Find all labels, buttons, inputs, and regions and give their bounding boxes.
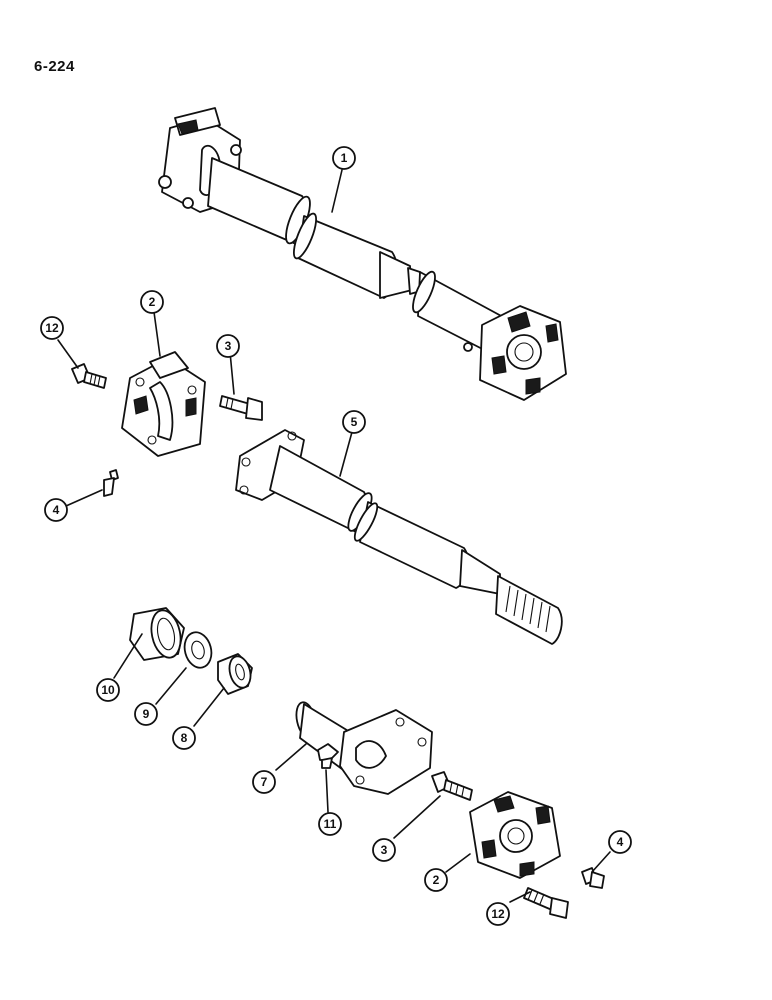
bolt-upper-right — [219, 395, 263, 421]
flexible-coupling-upper — [121, 351, 206, 457]
callout-12-upper: 12 — [40, 316, 64, 340]
svg-text:2: 2 — [149, 295, 156, 309]
grease-fitting-upper — [103, 469, 119, 497]
svg-text:12: 12 — [491, 907, 505, 921]
grease-fitting-lower — [317, 743, 339, 769]
slip-yoke — [295, 701, 433, 795]
bearing-cup — [129, 607, 185, 661]
callout-3-upper: 3 — [216, 334, 240, 358]
callout-5: 5 — [342, 410, 366, 434]
bolt-lower-middle — [431, 771, 473, 801]
svg-text:10: 10 — [101, 683, 115, 697]
shaft-half-splined — [235, 429, 563, 645]
callout-8: 8 — [172, 726, 196, 750]
svg-text:3: 3 — [381, 843, 388, 857]
svg-text:9: 9 — [143, 707, 150, 721]
svg-text:8: 8 — [181, 731, 188, 745]
seal-ring — [217, 653, 253, 695]
callout-12-lower: 12 — [486, 902, 510, 926]
svg-text:4: 4 — [617, 835, 624, 849]
callout-1: 1 — [332, 146, 356, 170]
callout-4-lower: 4 — [608, 830, 632, 854]
svg-text:11: 11 — [324, 817, 337, 831]
washer — [183, 631, 213, 669]
callout-2-lower: 2 — [424, 868, 448, 892]
callout-11: 11 — [318, 812, 342, 836]
svg-text:4: 4 — [53, 503, 60, 517]
callout-3-lower: 3 — [372, 838, 396, 862]
svg-text:5: 5 — [351, 415, 358, 429]
svg-text:1: 1 — [341, 151, 348, 165]
bolt-upper-left — [71, 363, 107, 389]
flexible-coupling-lower — [469, 791, 561, 879]
callout-9: 9 — [134, 702, 158, 726]
drive-shaft-assembly — [158, 107, 567, 401]
svg-text:3: 3 — [225, 339, 232, 353]
callout-2-upper: 2 — [140, 290, 164, 314]
svg-text:12: 12 — [45, 321, 59, 335]
leader-lines — [57, 169, 611, 903]
svg-text:2: 2 — [433, 873, 440, 887]
page-number: 6-224 — [34, 58, 75, 75]
callout-10: 10 — [96, 678, 120, 702]
callout-7: 7 — [252, 770, 276, 794]
callout-4-upper: 4 — [44, 498, 68, 522]
svg-text:7: 7 — [261, 775, 268, 789]
